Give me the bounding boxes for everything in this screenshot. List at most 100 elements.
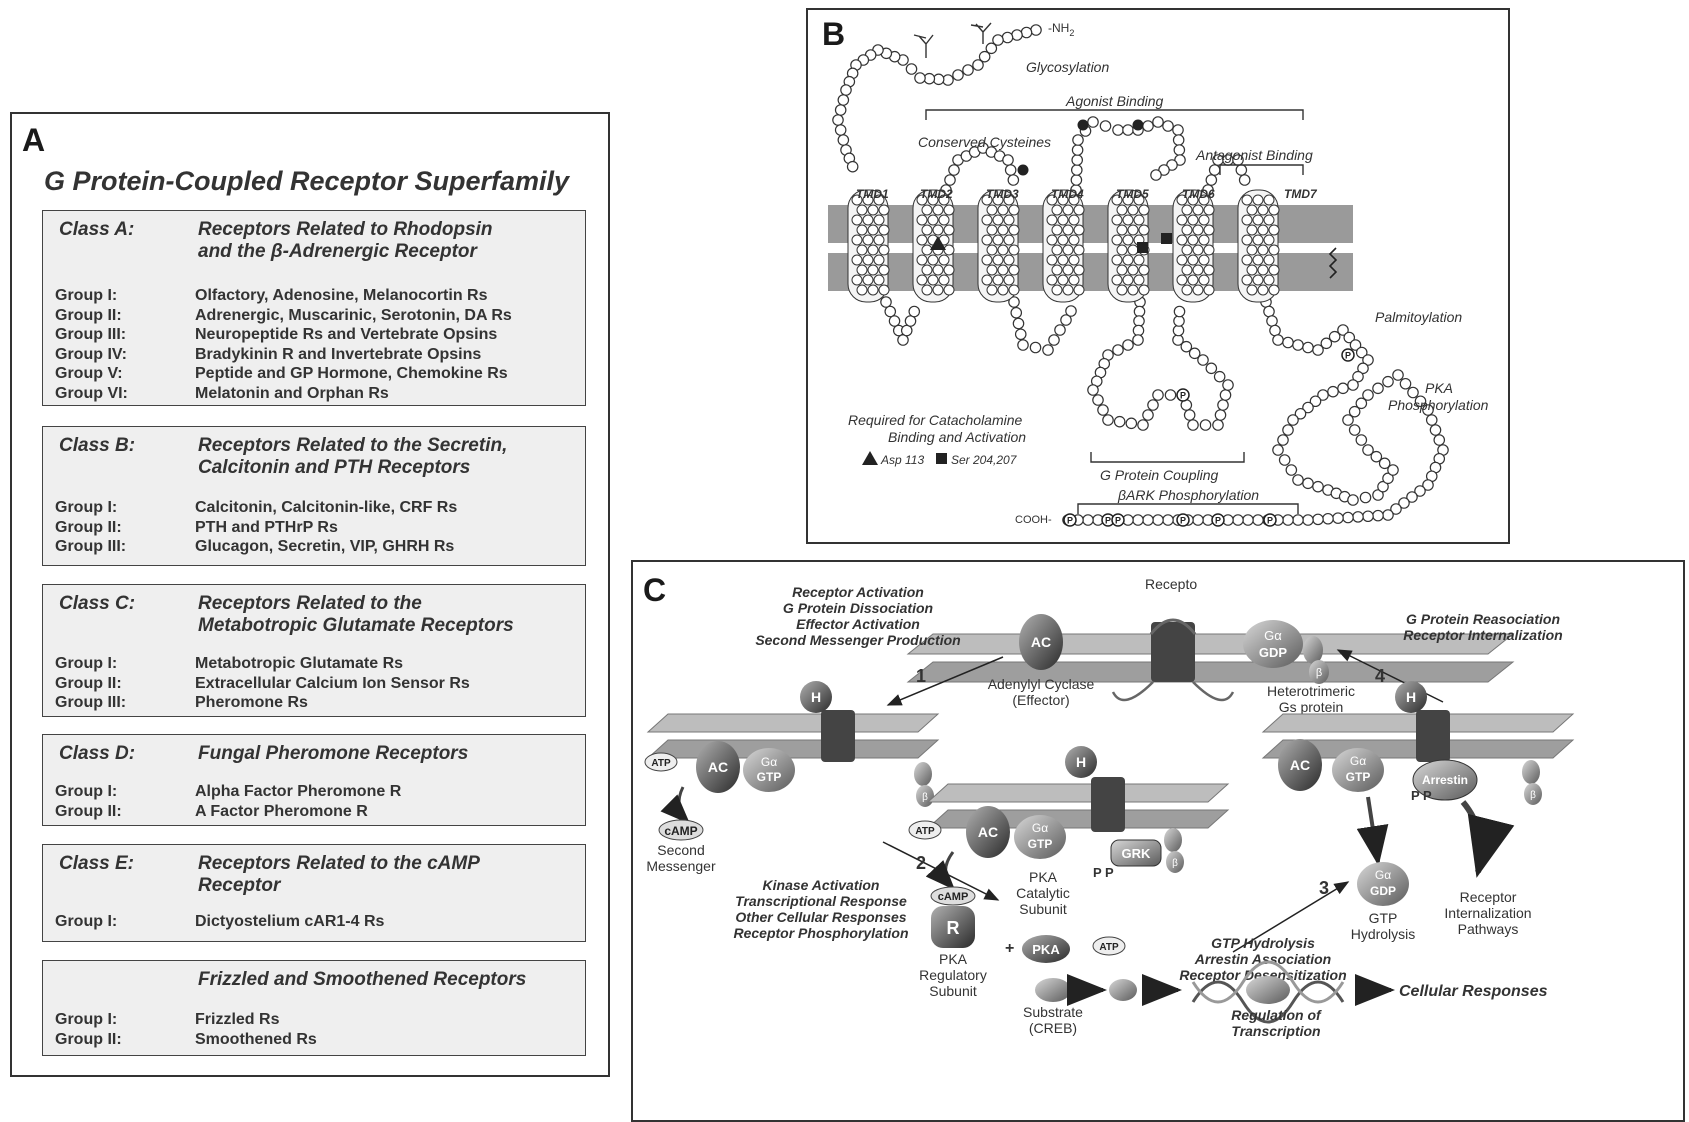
residue bbox=[904, 315, 917, 327]
residue bbox=[985, 42, 998, 55]
group-members: Melatonin and Orphan Rs bbox=[195, 384, 389, 402]
gtp-hydrolysis-label-2: Hydrolysis bbox=[1351, 926, 1416, 942]
group-row: Group II:A Factor Pheromone R bbox=[55, 803, 401, 823]
tmd-label: TMD1 bbox=[856, 187, 889, 201]
phospho-residue bbox=[1263, 513, 1277, 527]
step-4-number: 4 bbox=[1375, 666, 1385, 686]
group-name: Group IV: bbox=[55, 345, 127, 363]
tmd-label: TMD2 bbox=[920, 187, 953, 201]
ac-center bbox=[966, 806, 1010, 858]
pka-phos-label-2: Phosphorylation bbox=[1388, 397, 1489, 413]
step3-line: Receptor Desensitization bbox=[1179, 967, 1346, 983]
residue bbox=[1257, 244, 1269, 256]
g-protein-coupling-label: G Protein Coupling bbox=[1100, 467, 1219, 483]
residue bbox=[1362, 389, 1374, 401]
residue bbox=[1183, 409, 1196, 421]
group-members: Alpha Factor Pheromone R bbox=[195, 783, 402, 800]
residue bbox=[1062, 204, 1074, 216]
residue bbox=[1342, 511, 1354, 524]
palmitoylation-label: Palmitoylation bbox=[1375, 309, 1462, 325]
residue bbox=[1287, 414, 1299, 426]
residue bbox=[1433, 434, 1446, 446]
group-row: Group IV:Bradykinin R and Invertebrate O… bbox=[55, 346, 512, 366]
residue bbox=[927, 194, 939, 206]
signaling-cycle-diagram: Recepto AC Adenylyl Cyclase (Effector) G… bbox=[644, 576, 1575, 1039]
step2-line: Kinase Activation bbox=[763, 877, 880, 893]
residue bbox=[1122, 124, 1134, 136]
panel-c-letter: C bbox=[643, 572, 667, 608]
ac-right-label: AC bbox=[1290, 757, 1310, 773]
camp-left bbox=[658, 819, 704, 841]
residue bbox=[1071, 154, 1083, 166]
panel-a-letter: A bbox=[22, 122, 46, 158]
residue bbox=[1252, 234, 1264, 246]
group-list: Group I:Calcitonin, Calcitonin-like, CRF… bbox=[55, 499, 457, 558]
residue bbox=[1238, 174, 1251, 186]
residue bbox=[1133, 254, 1145, 266]
residue bbox=[1192, 264, 1204, 276]
residue bbox=[851, 214, 863, 226]
residue bbox=[1113, 415, 1126, 428]
pka-reg-label-3: Subunit bbox=[929, 983, 977, 999]
residue bbox=[1051, 244, 1063, 256]
galpha-center-label: Gα bbox=[1032, 821, 1048, 835]
residue bbox=[1133, 194, 1145, 206]
residue bbox=[1073, 284, 1085, 296]
residue bbox=[1046, 214, 1058, 226]
residue bbox=[1116, 284, 1128, 296]
residue bbox=[1294, 407, 1307, 420]
residue bbox=[1355, 434, 1368, 446]
residue bbox=[1320, 337, 1333, 350]
group-members: Calcitonin, Calcitonin-like, CRF Rs bbox=[195, 499, 458, 516]
residue bbox=[1132, 324, 1145, 337]
residue bbox=[1008, 204, 1020, 216]
arrow-3 bbox=[1232, 881, 1350, 953]
residue bbox=[1008, 244, 1020, 256]
residue bbox=[1292, 339, 1304, 351]
residue bbox=[1014, 328, 1027, 341]
residue bbox=[1328, 330, 1341, 343]
residue bbox=[1272, 444, 1284, 456]
phospho-residue bbox=[1063, 513, 1077, 527]
residue bbox=[856, 204, 868, 216]
residue bbox=[1070, 164, 1083, 176]
residue bbox=[1065, 305, 1077, 317]
residue bbox=[986, 264, 998, 276]
ac-left bbox=[696, 741, 740, 793]
residue bbox=[1133, 315, 1145, 327]
residue bbox=[1072, 134, 1084, 146]
residue bbox=[1070, 174, 1083, 186]
residue bbox=[1387, 464, 1399, 476]
phospho-label: P bbox=[1067, 516, 1073, 526]
residue bbox=[943, 284, 955, 296]
beta-center bbox=[1166, 851, 1184, 873]
group-list: Group I:Dictyostelium cAR1-4 Rs bbox=[55, 913, 384, 933]
residue bbox=[997, 244, 1009, 256]
residue bbox=[888, 315, 901, 327]
residue bbox=[1252, 514, 1264, 526]
residue bbox=[867, 204, 879, 216]
group-members: Smoothened Rs bbox=[195, 1030, 317, 1048]
residue bbox=[1337, 324, 1349, 336]
residue bbox=[997, 264, 1009, 276]
residue bbox=[1214, 409, 1227, 421]
residue bbox=[1051, 204, 1063, 216]
step-3-number: 3 bbox=[1319, 878, 1329, 898]
frizzled-box: Frizzled and Smoothened Receptors Group … bbox=[42, 960, 586, 1056]
residue bbox=[837, 94, 850, 106]
residue bbox=[1266, 315, 1278, 327]
residue bbox=[1099, 120, 1112, 132]
residue bbox=[1241, 274, 1253, 286]
gamma-left bbox=[914, 762, 932, 786]
class-title: Receptors Related to the Metabotropic Gl… bbox=[198, 593, 514, 636]
residue bbox=[1252, 214, 1264, 226]
residue bbox=[1060, 314, 1072, 326]
residue bbox=[1192, 284, 1204, 296]
residue bbox=[867, 264, 879, 276]
residue bbox=[1414, 485, 1426, 497]
residue bbox=[972, 59, 984, 71]
residue bbox=[1278, 454, 1291, 466]
residue bbox=[1150, 169, 1162, 181]
residue bbox=[1002, 154, 1014, 166]
